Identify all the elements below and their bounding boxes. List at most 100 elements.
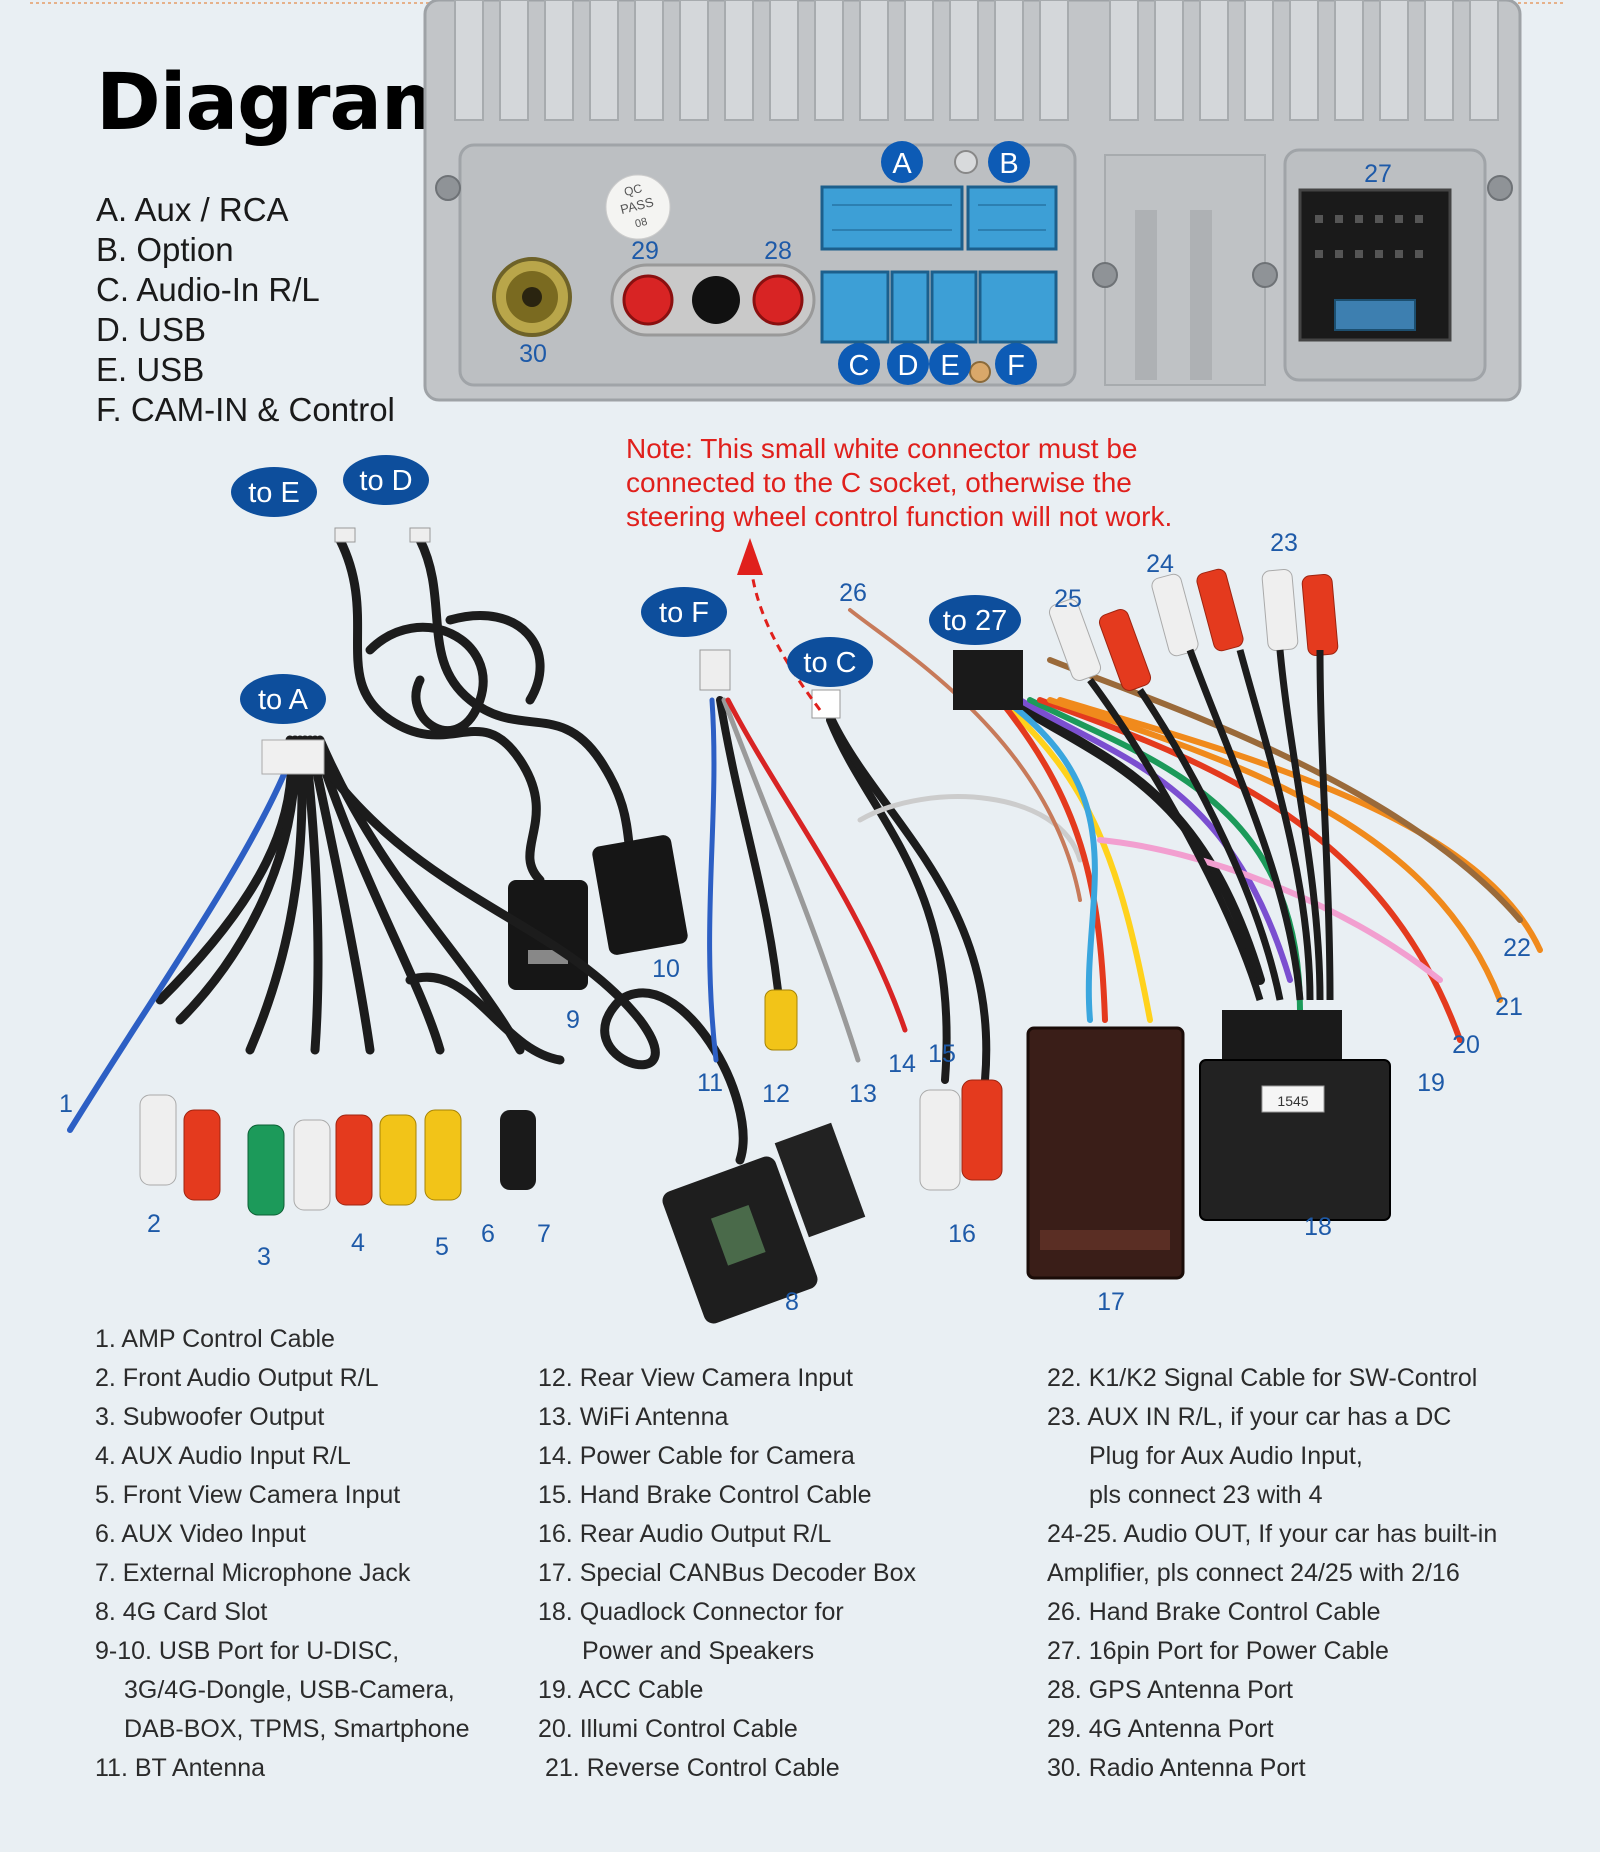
socket-letter-b: B (999, 148, 1018, 180)
cable-number-8: 8 (785, 1288, 799, 1316)
antenna-port-block (610, 263, 816, 337)
parts-list-item: 30. Radio Antenna Port (1047, 1754, 1306, 1782)
socket-block-cdef (820, 270, 1058, 344)
port-number-29: 29 (631, 237, 659, 265)
parts-list-item: 28. GPS Antenna Port (1047, 1676, 1293, 1704)
canbus-decoder-box (1026, 1026, 1185, 1280)
cable-number-11: 11 (697, 1069, 723, 1097)
rca-plug-16-red (961, 1079, 1003, 1181)
parts-list-item: 26. Hand Brake Control Cable (1047, 1598, 1381, 1626)
cable-number-18: 18 (1304, 1213, 1332, 1241)
legend-item-d: D. USB (96, 311, 207, 348)
rca-23-25-cables (1087, 648, 1334, 1002)
cable-number-15: 15 (928, 1040, 956, 1068)
connector-badges: to E to D to A to F to C to 27 (231, 455, 1021, 724)
connector-to-27 (953, 650, 1023, 710)
badge-to-c: to C (803, 647, 856, 679)
cable-number-14: 14 (888, 1050, 916, 1078)
note-line-2: connected to the C socket, otherwise the (626, 467, 1132, 498)
parts-list-item: 1. AMP Control Cable (95, 1325, 335, 1353)
4g-aux-port (692, 276, 740, 324)
cable-number-9: 9 (566, 1006, 580, 1034)
parts-list-item: 16. Rear Audio Output R/L (538, 1520, 832, 1548)
parts-list-item: 13. WiFi Antenna (538, 1403, 729, 1431)
radio-antenna-port (492, 257, 572, 337)
parts-list-item: 14. Power Cable for Camera (538, 1442, 855, 1470)
aux-rca-harness (67, 735, 748, 1165)
cable-number-4: 4 (351, 1229, 365, 1257)
note-arrow-head (737, 538, 763, 575)
usb-cables (335, 535, 645, 885)
port-number-27: 27 (1364, 160, 1392, 188)
parts-list-item: 11. BT Antenna (95, 1754, 266, 1782)
qc-pass-sticker: QC PASS 08 (605, 174, 671, 240)
parts-list-item: 3G/4G-Dongle, USB-Camera, (124, 1676, 455, 1704)
decoder-label: 1545 (1277, 1093, 1308, 1109)
aux-out-rca-plugs (1048, 568, 1339, 691)
camera-control-harness (707, 696, 908, 1063)
parts-list-item: 22. K1/K2 Signal Cable for SW-Control (1047, 1364, 1478, 1392)
cable-number-1: 1 (59, 1090, 73, 1118)
badge-to-27: to 27 (943, 605, 1008, 637)
socket-letter-d: D (898, 350, 919, 382)
qc-label-line1: QC (623, 181, 644, 199)
port-number-28: 28 (764, 237, 792, 265)
cable-number-labels: 1 2 3 4 5 6 7 8 9 10 11 12 13 14 15 16 1… (59, 529, 1531, 1316)
parts-list-item: 2. Front Audio Output R/L (95, 1364, 379, 1392)
page-title: Diagram (96, 58, 462, 148)
parts-list-item: 4. AUX Audio Input R/L (95, 1442, 351, 1470)
parts-list-item: 9-10. USB Port for U-DISC, (95, 1637, 400, 1665)
cable-number-24: 24 (1146, 550, 1174, 578)
parts-list-item: 5. Front View Camera Input (95, 1481, 401, 1509)
connector-to-a (261, 739, 325, 775)
parts-list-column-3: 22. K1/K2 Signal Cable for SW-Control 23… (1047, 1359, 1497, 1788)
power-port-16pin (1298, 188, 1452, 342)
note-line-3: steering wheel control function will not… (626, 501, 1173, 532)
socket-c (820, 270, 890, 344)
note-line-1: Note: This small white connector must be (626, 433, 1138, 464)
rca-plugs (139, 1094, 536, 1216)
4g-card-slot (662, 1122, 866, 1324)
cable-number-13: 13 (849, 1080, 877, 1108)
gps-antenna-port (752, 274, 804, 326)
parts-list-item: 15. Hand Brake Control Cable (538, 1481, 872, 1509)
cable-number-5: 5 (435, 1233, 449, 1261)
parts-list-item: 21. Reverse Control Cable (545, 1754, 840, 1782)
parts-list-item: 12. Rear View Camera Input (538, 1364, 853, 1392)
socket-letter-f: F (1007, 350, 1025, 382)
cable-number-6: 6 (481, 1220, 495, 1248)
quadlock-connector: 1545 (1199, 1010, 1391, 1221)
qc-label-line3: 08 (634, 216, 649, 231)
legend-item-b: B. Option (96, 231, 234, 268)
cable-number-10: 10 (652, 955, 680, 983)
parts-list-item: 24-25. Audio OUT, If your car has built-… (1047, 1520, 1498, 1548)
legend-item-a: A. Aux / RCA (96, 191, 289, 228)
socket-f (978, 270, 1058, 344)
socket-block-ab (820, 185, 1058, 251)
parts-list-item: DAB-BOX, TPMS, Smartphone (124, 1715, 470, 1743)
cable-number-23: 23 (1270, 529, 1298, 557)
cable-number-19: 19 (1417, 1069, 1445, 1097)
badge-to-f: to F (659, 597, 709, 629)
socket-d (890, 270, 930, 344)
parts-list-item: Plug for Aux Audio Input, (1089, 1442, 1363, 1470)
socket-letter-e: E (940, 350, 959, 382)
parts-list-item: 29. 4G Antenna Port (1047, 1715, 1274, 1743)
parts-list-item: 6. AUX Video Input (95, 1520, 306, 1548)
steering-wheel-note: Note: This small white connector must be… (626, 432, 1266, 534)
usb-port-10 (592, 835, 688, 955)
legend-item-e: E. USB (96, 351, 205, 388)
parts-list-item: 8. 4G Card Slot (95, 1598, 268, 1626)
cable-number-20: 20 (1452, 1031, 1480, 1059)
connector-to-f (699, 649, 731, 691)
parts-list-item: 23. AUX IN R/L, if your car has a DC (1047, 1403, 1452, 1431)
parts-list-column-1: 1. AMP Control Cable 2. Front Audio Outp… (95, 1320, 470, 1788)
parts-list-item: Power and Speakers (582, 1637, 815, 1665)
parts-list-item: 3. Subwoofer Output (95, 1403, 325, 1431)
badge-to-e: to E (248, 477, 300, 509)
cable-number-2: 2 (147, 1210, 161, 1238)
socket-letter-a: A (892, 148, 912, 180)
legend-item-c: C. Audio-In R/L (96, 271, 320, 308)
socket-b (966, 185, 1058, 251)
parts-list-item: pls connect 23 with 4 (1089, 1481, 1323, 1509)
